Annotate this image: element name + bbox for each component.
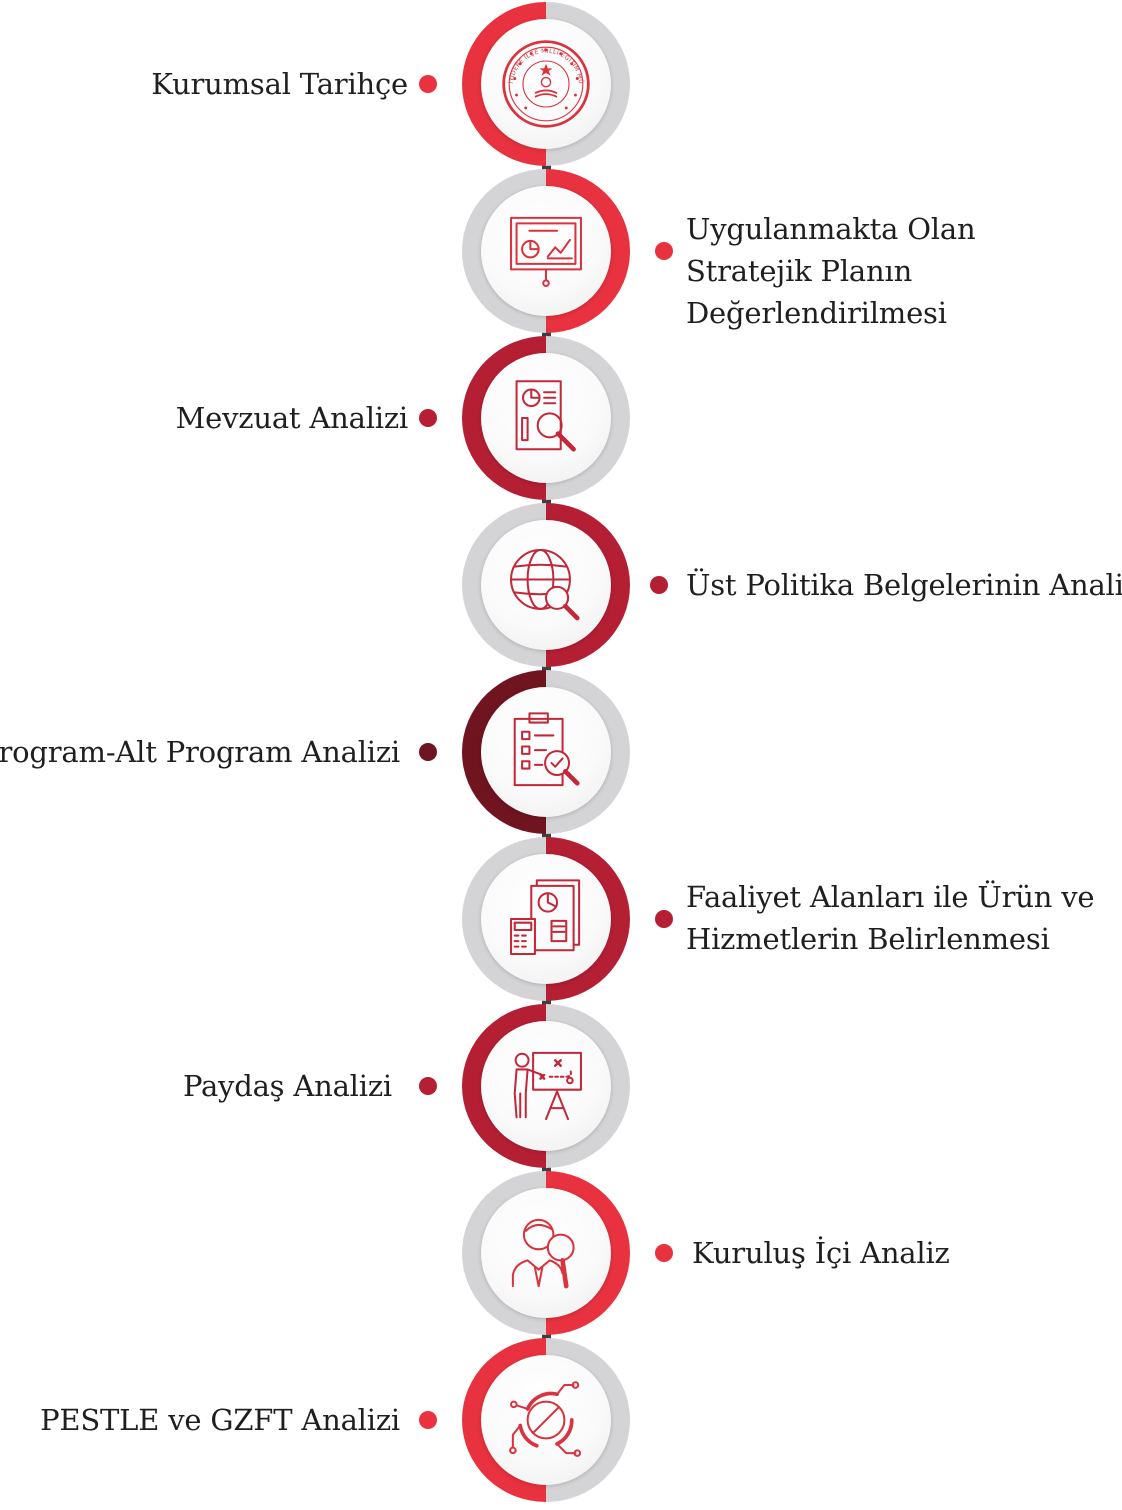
step-ring — [462, 670, 630, 834]
step-disc — [481, 1355, 611, 1485]
cycle-network-icon — [500, 1374, 592, 1466]
step-marker-dot — [419, 409, 437, 427]
step-disc — [481, 353, 611, 483]
timeline-step: Kuruluş İçi Analiz — [0, 1169, 1122, 1337]
clipboard-check-icon — [500, 706, 592, 798]
step-label: Kurumsal Tarihçe — [151, 67, 408, 101]
step-ring: İYİDERE İLÇE MİLLİ EĞİTİM MÜDÜRLÜĞÜ — [462, 2, 630, 166]
timeline-step: İYİDERE İLÇE MİLLİ EĞİTİM MÜDÜRLÜĞÜ Kuru… — [0, 0, 1122, 168]
step-label: Üst Politika Belgelerinin Analizi — [686, 568, 1122, 602]
step-label: Uygulanmakta Olan Stratejik Planın Değer… — [686, 212, 976, 330]
timeline-step: Uygulanmakta Olan Stratejik Planın Değer… — [0, 167, 1122, 335]
ministry-emblem-icon: İYİDERE İLÇE MİLLİ EĞİTİM MÜDÜRLÜĞÜ — [498, 33, 592, 130]
step-label: Program-Alt Program Analizi — [0, 735, 400, 769]
step-marker-dot — [419, 75, 437, 93]
step-marker-dot — [655, 1244, 673, 1262]
timeline-step: Üst Politika Belgelerinin Analizi — [0, 501, 1122, 669]
step-marker-dot — [650, 576, 668, 594]
step-disc — [481, 1021, 611, 1151]
step-disc — [481, 854, 611, 984]
step-ring — [462, 503, 630, 667]
step-ring — [462, 837, 630, 1001]
step-label: Paydaş Analizi — [182, 1069, 392, 1103]
globe-search-icon — [500, 539, 592, 631]
timeline-step: Faaliyet Alanları ile Ürün ve Hizmetleri… — [0, 835, 1122, 1003]
report-calculator-icon — [500, 873, 592, 965]
presentation-board-icon — [500, 205, 592, 297]
step-marker-dot — [419, 1077, 437, 1095]
step-disc — [481, 186, 611, 316]
step-disc — [481, 687, 611, 817]
step-label: Kuruluş İçi Analiz — [692, 1236, 950, 1270]
step-marker-dot — [655, 242, 673, 260]
step-marker-dot — [419, 1411, 437, 1429]
step-ring — [462, 336, 630, 500]
step-marker-dot — [419, 743, 437, 761]
step-disc — [481, 520, 611, 650]
document-search-icon — [500, 372, 592, 464]
step-label: Faaliyet Alanları ile Ürün ve Hizmetleri… — [686, 880, 1095, 956]
step-disc: İYİDERE İLÇE MİLLİ EĞİTİM MÜDÜRLÜĞÜ — [481, 19, 611, 149]
step-label: Mevzuat Analizi — [175, 401, 409, 435]
timeline-step: Paydaş Analizi — [0, 1002, 1122, 1170]
step-ring — [462, 1338, 630, 1502]
step-ring — [462, 169, 630, 333]
step-marker-dot — [655, 910, 673, 928]
strategy-board-icon — [500, 1040, 592, 1132]
step-disc — [481, 1188, 611, 1318]
timeline-step: Mevzuat Analizi — [0, 334, 1122, 502]
timeline-step: Program-Alt Program Analizi — [0, 668, 1122, 836]
timeline-step: PESTLE ve GZFT Analizi — [0, 1336, 1122, 1504]
person-search-icon — [500, 1207, 592, 1299]
step-ring — [462, 1171, 630, 1335]
step-ring — [462, 1004, 630, 1168]
step-label: PESTLE ve GZFT Analizi — [40, 1403, 400, 1437]
